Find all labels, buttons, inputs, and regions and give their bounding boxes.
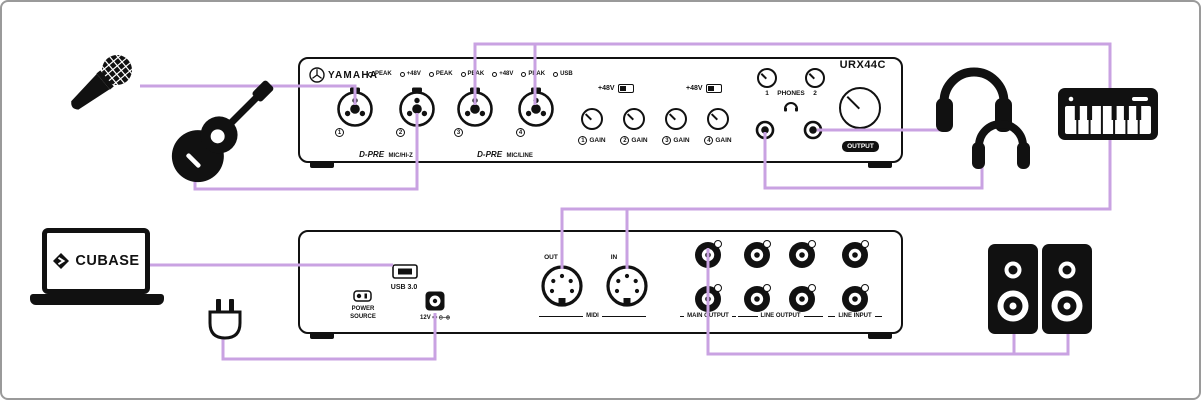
peak-indicator-3: PEAK <box>460 71 484 77</box>
line-input-group-label: LINE INPUT <box>828 313 882 319</box>
line-output-group-label: LINE OUTPUT <box>738 313 823 319</box>
peak-indicator-2: PEAK <box>428 71 453 77</box>
model-label: URX44C <box>839 59 886 71</box>
peak-indicator-1: PEAK <box>368 71 392 77</box>
led-icon <box>492 71 498 77</box>
headphones-2-icon <box>972 120 1030 169</box>
yamaha-tuning-fork-icon <box>309 67 325 83</box>
midi-in-label: IN <box>610 254 618 261</box>
laptop-screen: CUBASE <box>42 228 150 294</box>
input-number-2: 2 <box>396 128 405 137</box>
gain-knob-4 <box>707 108 729 130</box>
microphone-icon <box>71 52 135 110</box>
cubase-laptop: CUBASE <box>30 226 164 306</box>
output-label: OUTPUT <box>842 141 879 152</box>
led-icon <box>368 71 373 77</box>
led-icon <box>399 71 405 77</box>
phantom-toggle-icon <box>705 84 722 93</box>
dc-in-jack-icon <box>425 291 445 311</box>
dpre-label-1: D-PRE MIC/HI-Z <box>359 150 413 159</box>
phantom-indicator-2: +48V <box>492 71 513 77</box>
phantom-switch-2: +48V <box>686 84 722 93</box>
phantom-switch-1: +48V <box>598 84 634 93</box>
output-knob <box>839 87 881 129</box>
usb-label: USB 3.0 <box>390 284 418 291</box>
gain-knob-3 <box>665 108 687 130</box>
led-icon <box>553 71 559 77</box>
usb-port-icon <box>392 264 418 279</box>
peak-indicator-4: PEAK <box>521 71 545 77</box>
main-output-group-label: MAIN OUTPUT <box>680 313 737 319</box>
phones-knob-1 <box>757 68 777 88</box>
gain-knob-1 <box>581 108 603 130</box>
yamaha-logo: YAMAHA <box>309 67 378 83</box>
cubase-logo-icon <box>53 253 70 269</box>
gain-knob-2 <box>623 108 645 130</box>
headphones-icon <box>784 102 798 112</box>
phones-knob-2 <box>805 68 825 88</box>
input-number-3: 3 <box>454 128 463 137</box>
brand-label: YAMAHA <box>328 69 379 81</box>
midi-keyboard-icon <box>1058 88 1158 140</box>
phantom-toggle-icon <box>617 84 634 93</box>
phantom-indicator-1: +48V <box>399 71 421 77</box>
power-source-switch-icon <box>353 290 372 302</box>
indicator-row: PEAK +48V PEAK PEAK +48V PEAK USB <box>368 71 573 77</box>
led-icon <box>521 71 527 77</box>
power-source-label: POWER SOURCE <box>350 306 376 320</box>
midi-out-label: OUT <box>544 254 558 261</box>
usb-indicator: USB <box>553 71 573 77</box>
input-number-1: 1 <box>335 128 344 137</box>
dc-label: 12V ⎓ ⊖–⊕ <box>420 315 450 321</box>
dpre-label-2: D-PRE MIC/LINE <box>477 150 533 159</box>
acoustic-guitar-icon <box>171 80 274 183</box>
led-icon <box>428 71 434 77</box>
laptop-base <box>30 294 164 305</box>
midi-group-label: MIDI <box>539 313 647 319</box>
led-icon <box>460 71 466 77</box>
phones-label: PHONES <box>777 90 805 97</box>
input-number-4: 4 <box>516 128 525 137</box>
phones-num-2: 2 <box>813 90 817 97</box>
laptop-brand-label: CUBASE <box>75 253 140 269</box>
monitor-speakers-icon <box>988 244 1092 334</box>
power-plug-icon <box>208 299 242 340</box>
